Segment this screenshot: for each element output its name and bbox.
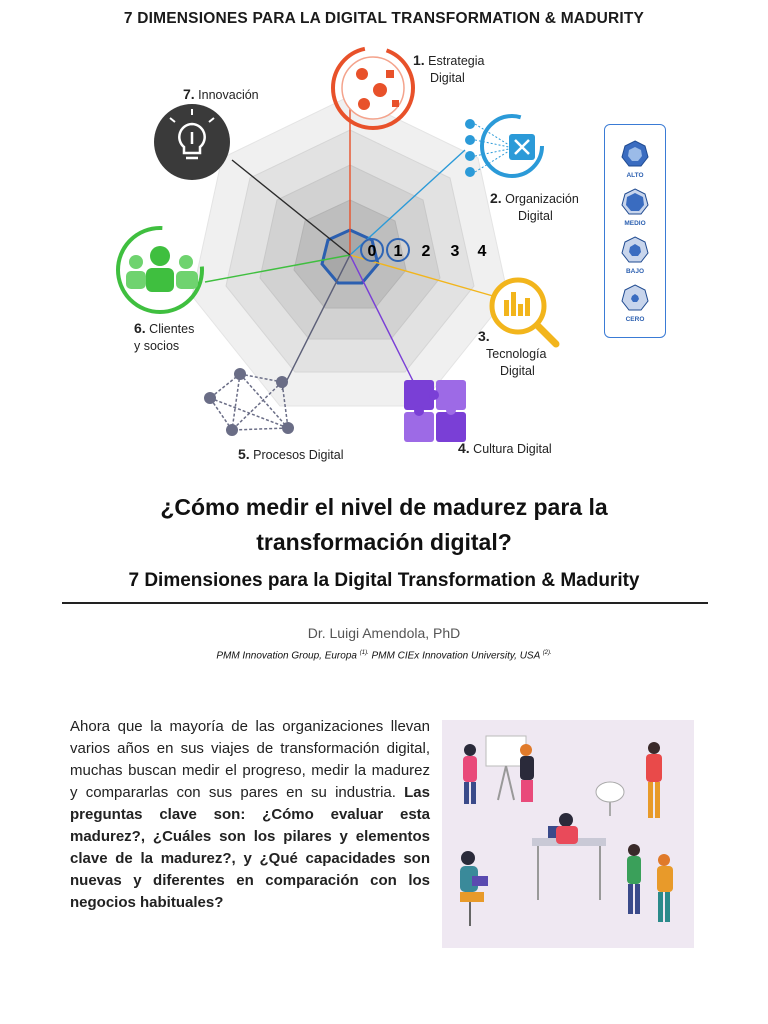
people-group-icon [116, 226, 204, 314]
legend-item-alto: ALTO [605, 139, 665, 179]
organization-network-icon [465, 114, 544, 178]
dimension-3-line1: Tecnología [486, 347, 547, 361]
maturity-radar-diagram: 0 1 2 3 4 [116, 46, 560, 442]
affiliation-1-ref: (1). [359, 650, 369, 656]
dimension-2-number: 2. [490, 190, 502, 206]
radar-spokes [204, 100, 501, 391]
article-title-line2: transformación digital? [256, 529, 512, 555]
dimension-5-label: 5. Procesos Digital [238, 446, 344, 464]
maturity-scale: 0 1 2 3 4 [360, 238, 487, 262]
author-affiliation: PMM Innovation Group, Europa (1). PMM CI… [0, 650, 768, 661]
maturity-legend: ALTO MEDIO BAJO CERO [604, 124, 666, 338]
scale-4: 4 [478, 243, 487, 260]
technology-chart-magnifier-icon [489, 277, 560, 348]
dimension-1-line2: Digital [430, 71, 465, 85]
dimension-4-label: 4. Cultura Digital [458, 440, 552, 458]
dimension-6-line1: Clientes [149, 322, 195, 336]
figure-title: 7 DIMENSIONES PARA LA DIGITAL TRANSFORMA… [123, 10, 645, 27]
author-name: Dr. Luigi Amendola, PhD [307, 625, 461, 641]
legend-item-cero: CERO [605, 283, 665, 323]
legend-cero-icon [621, 284, 649, 311]
legend-item-medio: MEDIO [605, 187, 665, 227]
legend-alto-icon [621, 140, 649, 167]
intro-paragraph: Ahora que la mayoría de las organizacion… [70, 716, 430, 914]
dimension-3-label: 3. Tecnología Digital [478, 328, 546, 380]
process-network-icon [204, 368, 294, 436]
strategy-flow-icon [331, 46, 415, 130]
intro-key-questions: Las preguntas clave son: ¿Cómo evaluar e… [70, 784, 430, 911]
dimension-1-line1: Estrategia [428, 54, 485, 68]
dimension-7-line1: Innovación [198, 88, 259, 102]
intro-text: Ahora que la mayoría de las organizacion… [70, 718, 430, 801]
legend-alto-label: ALTO [626, 172, 644, 179]
article-title-line1: ¿Cómo medir el nivel de madurez para la [160, 494, 608, 520]
team-collaboration-image [460, 735, 673, 926]
dimension-5-line1: Procesos Digital [253, 448, 344, 462]
affiliation-1: PMM Innovation Group, Europa [216, 650, 360, 662]
dimension-4-line1: Cultura Digital [473, 442, 552, 456]
legend-medio-icon [621, 188, 649, 215]
legend-cero-label: CERO [625, 316, 645, 323]
dimension-4-number: 4. [458, 440, 470, 456]
lightbulb-icon [154, 104, 230, 180]
scale-1: 1 [394, 243, 403, 260]
dimension-2-label: 2. Organización Digital [490, 190, 579, 225]
scale-2: 2 [422, 243, 431, 260]
legend-medio-label: MEDIO [624, 220, 646, 227]
dimension-6-line2: y socios [134, 339, 180, 353]
legend-bajo-label: BAJO [625, 268, 645, 275]
dimension-3-line2: Digital [500, 364, 535, 378]
dimension-5-number: 5. [238, 446, 250, 462]
dimension-7-number: 7. [183, 86, 195, 102]
dimension-1-number: 1. [413, 52, 425, 68]
dimension-3-number: 3. [478, 328, 490, 344]
team-illustration [442, 720, 694, 948]
dimension-2-line1: Organización [505, 192, 579, 206]
puzzle-icon [404, 380, 466, 442]
affiliation-2: PMM CIEx Innovation University, USA [368, 650, 543, 662]
dimension-6-number: 6. [134, 320, 146, 336]
affiliation-2-ref: (2). [542, 650, 552, 656]
dimension-7-label: 7. Innovación [183, 86, 259, 104]
article-title: ¿Cómo medir el nivel de madurez para la … [60, 490, 708, 560]
dimension-1-label: 1. Estrategia Digital [413, 52, 484, 87]
scale-3: 3 [451, 243, 460, 260]
dimension-2-line2: Digital [518, 209, 553, 223]
scale-0: 0 [368, 243, 377, 260]
title-divider [62, 602, 708, 604]
legend-item-bajo: BAJO [605, 235, 665, 275]
article-subtitle: 7 Dimensiones para la Digital Transforma… [128, 570, 640, 591]
dimension-6-label: 6. Clientes y socios [134, 320, 194, 355]
legend-bajo-icon [621, 236, 649, 263]
